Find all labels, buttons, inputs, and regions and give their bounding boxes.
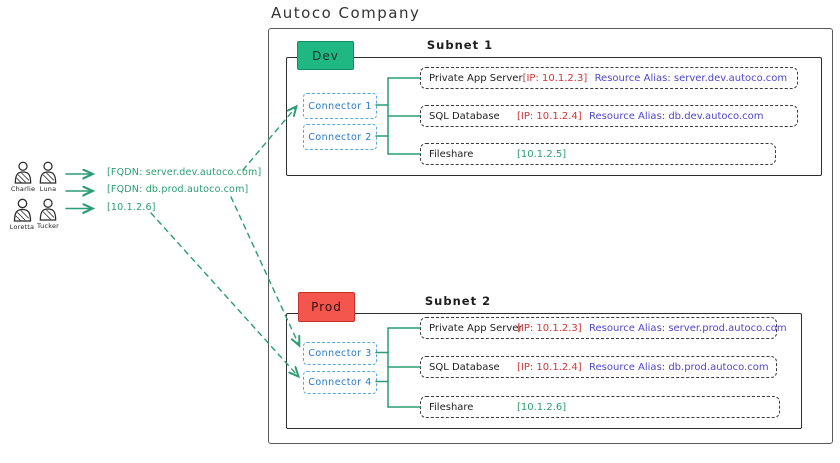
subnet1-title: Subnet 1 <box>426 38 494 52</box>
resource-name: Fileshare <box>429 148 474 160</box>
resource-row-dev-sql-database: SQL Database [IP: 10.1.2.4] Resource Ali… <box>420 105 798 127</box>
dev-env-label: Dev <box>297 41 354 70</box>
resource-row-prod-fileshare: Fileshare [10.1.2.6] <box>420 396 780 418</box>
connector-3-label: Connector 3 <box>308 348 372 359</box>
user-name: Luna <box>39 185 57 193</box>
resource-name: SQL Database <box>429 110 500 122</box>
subnet2-title: Subnet 2 <box>424 294 492 308</box>
person-icon <box>13 198 31 222</box>
resource-row-dev-fileshare: Fileshare [10.1.2.5] <box>420 143 776 165</box>
resource-name: SQL Database <box>429 361 500 373</box>
resource-ip: [IP: 10.1.2.3] <box>517 322 582 334</box>
resource-ip: [10.1.2.5] <box>517 148 567 160</box>
resource-ip: [IP: 10.1.2.3] <box>522 72 588 84</box>
person-icon <box>39 198 57 221</box>
resource-ip: [10.1.2.6] <box>517 401 567 413</box>
access-label-fqdn-prod: [FQDN: db.prod.autoco.com] <box>107 184 249 195</box>
resource-ip: [IP: 10.1.2.4] <box>517 110 582 122</box>
access-label-fqdn-dev: [FQDN: server.dev.autoco.com] <box>107 167 262 178</box>
resource-row-dev-app-server: Private App Server [IP: 10.1.2.3] Resour… <box>420 67 798 89</box>
connector-1-label: Connector 1 <box>308 100 372 112</box>
user-charlie: Charlie <box>9 161 37 193</box>
connector-4-box: Connector 4 <box>303 371 377 394</box>
user-tucker: Tucker <box>34 198 62 230</box>
person-icon <box>39 161 57 184</box>
user-loretta: Loretta <box>8 198 36 231</box>
resource-alias: Resource Alias: db.dev.autoco.com <box>589 110 764 122</box>
person-icon <box>14 161 32 184</box>
user-name: Charlie <box>10 185 36 193</box>
user-name: Tucker <box>36 222 60 230</box>
resource-name: Private App Server <box>429 72 523 84</box>
resource-name: Fileshare <box>429 401 474 413</box>
resource-alias: Resource Alias: db.prod.autoco.com <box>589 361 769 373</box>
resource-name: Private App Server <box>429 322 523 334</box>
resource-alias: Resource Alias: server.dev.autoco.com <box>594 72 788 84</box>
company-title: Autoco Company <box>271 4 421 22</box>
connector-1-box: Connector 1 <box>303 93 377 119</box>
connector-3-box: Connector 3 <box>303 342 377 365</box>
connector-2-box: Connector 2 <box>303 124 377 150</box>
resource-row-prod-sql-database: SQL Database [IP: 10.1.2.4] Resource Ali… <box>420 356 777 378</box>
resource-alias: Resource Alias: server.prod.autoco.com <box>589 322 787 334</box>
access-label-ip: [10.1.2.6] <box>107 202 156 213</box>
connector-2-label: Connector 2 <box>308 131 372 143</box>
connector-4-label: Connector 4 <box>308 377 372 388</box>
resource-ip: [IP: 10.1.2.4] <box>517 361 582 373</box>
user-name: Loretta <box>9 223 35 231</box>
prod-env-label: Prod <box>298 292 355 322</box>
user-luna: Luna <box>34 161 62 193</box>
resource-row-prod-app-server: Private App Server [IP: 10.1.2.3] Resour… <box>420 317 787 339</box>
